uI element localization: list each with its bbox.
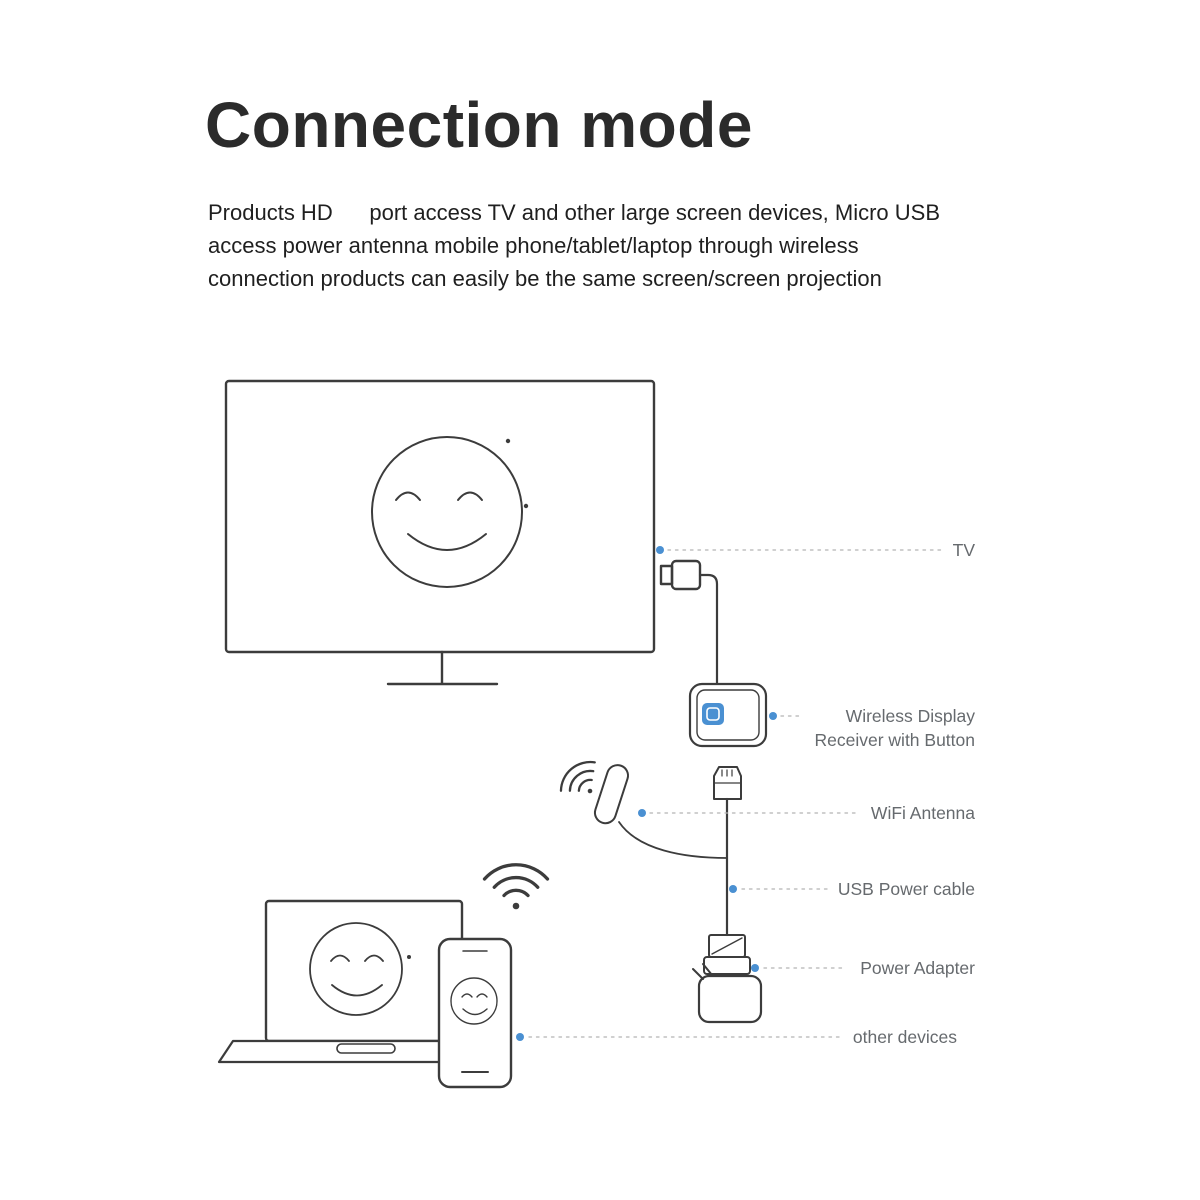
power-adapter-icon [692, 934, 763, 1024]
usb-cable-connector-dot [729, 885, 737, 893]
label-power-adapter: Power Adapter [860, 958, 975, 978]
label-usb-power-cable: USB Power cable [837, 879, 975, 899]
micro-usb-connector-icon [713, 766, 742, 800]
connector-dots [516, 546, 777, 1041]
phone-smiley-icon [450, 977, 498, 1025]
wifi-signal-icon [482, 862, 550, 912]
laptop-smiley-icon [309, 922, 411, 1016]
receiver-button [702, 703, 724, 725]
label-other-devices: other devices [852, 1027, 957, 1047]
receiver-icon [688, 682, 768, 748]
antenna-connector-dot [638, 809, 646, 817]
wifi-antenna-icon [553, 753, 728, 859]
tv-smiley-icon [371, 436, 529, 588]
label-wifi-antenna: WiFi Antenna [870, 803, 975, 823]
page-description: Products HD port access TV and other lar… [208, 200, 941, 291]
label-wireless-display-receiver: Wireless Display Receiver with Button [814, 706, 976, 750]
tv-connector-dot [656, 546, 664, 554]
adapter-connector-dot [751, 964, 759, 972]
page-title: Connection mode [205, 89, 753, 161]
other-devices-connector-dot [516, 1033, 524, 1041]
phone-icon [437, 937, 513, 1089]
hdmi-dongle-icon [659, 559, 719, 685]
leader-lines [528, 549, 943, 1038]
tv-illustration [224, 379, 656, 686]
receiver-connector-dot [769, 712, 777, 720]
label-tv: TV [952, 540, 975, 560]
